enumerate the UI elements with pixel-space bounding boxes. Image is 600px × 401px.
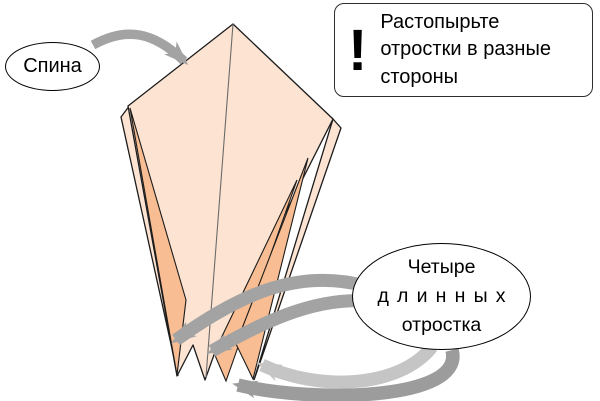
point-arrow-2	[206, 294, 369, 357]
four-points-line-2: длинных	[377, 284, 514, 307]
exclamation-icon: !	[348, 18, 368, 84]
spine-label-bubble: Спина	[5, 42, 100, 91]
four-points-line-3: отростка	[401, 314, 482, 337]
point-arrow-3	[256, 342, 438, 389]
point-arrow-1	[171, 273, 368, 346]
four-points-line-1: Четыре	[407, 255, 476, 278]
spine-arrow	[90, 29, 189, 66]
point-arrow-4	[232, 348, 460, 401]
warning-note-text: Растопырьте отростки в разные стороны	[380, 10, 551, 88]
four-points-label-bubble: Четыре длинных отростка	[352, 243, 531, 350]
spine-label-text: Спина	[23, 55, 82, 77]
warning-note-box: ! Растопырьте отростки в разные стороны	[334, 3, 593, 97]
